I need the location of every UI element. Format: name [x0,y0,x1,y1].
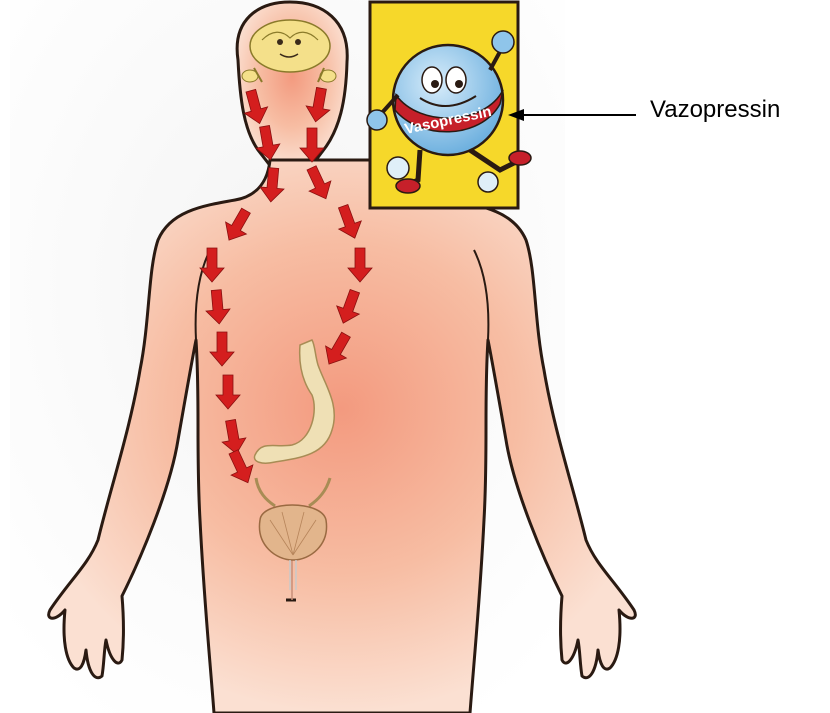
mascot-shoe [509,151,531,165]
vasopressin-poster: Vasopressin [367,2,531,208]
mascot-shoe [396,179,420,193]
cloud-puff [387,157,409,179]
mascot-hand [367,110,387,130]
mascot-fist [492,31,514,53]
mascot-eye [446,67,466,93]
vazopressin-label: Vazopressin [650,96,780,124]
cloud-puff [478,172,498,192]
mascot-eye [422,67,442,93]
